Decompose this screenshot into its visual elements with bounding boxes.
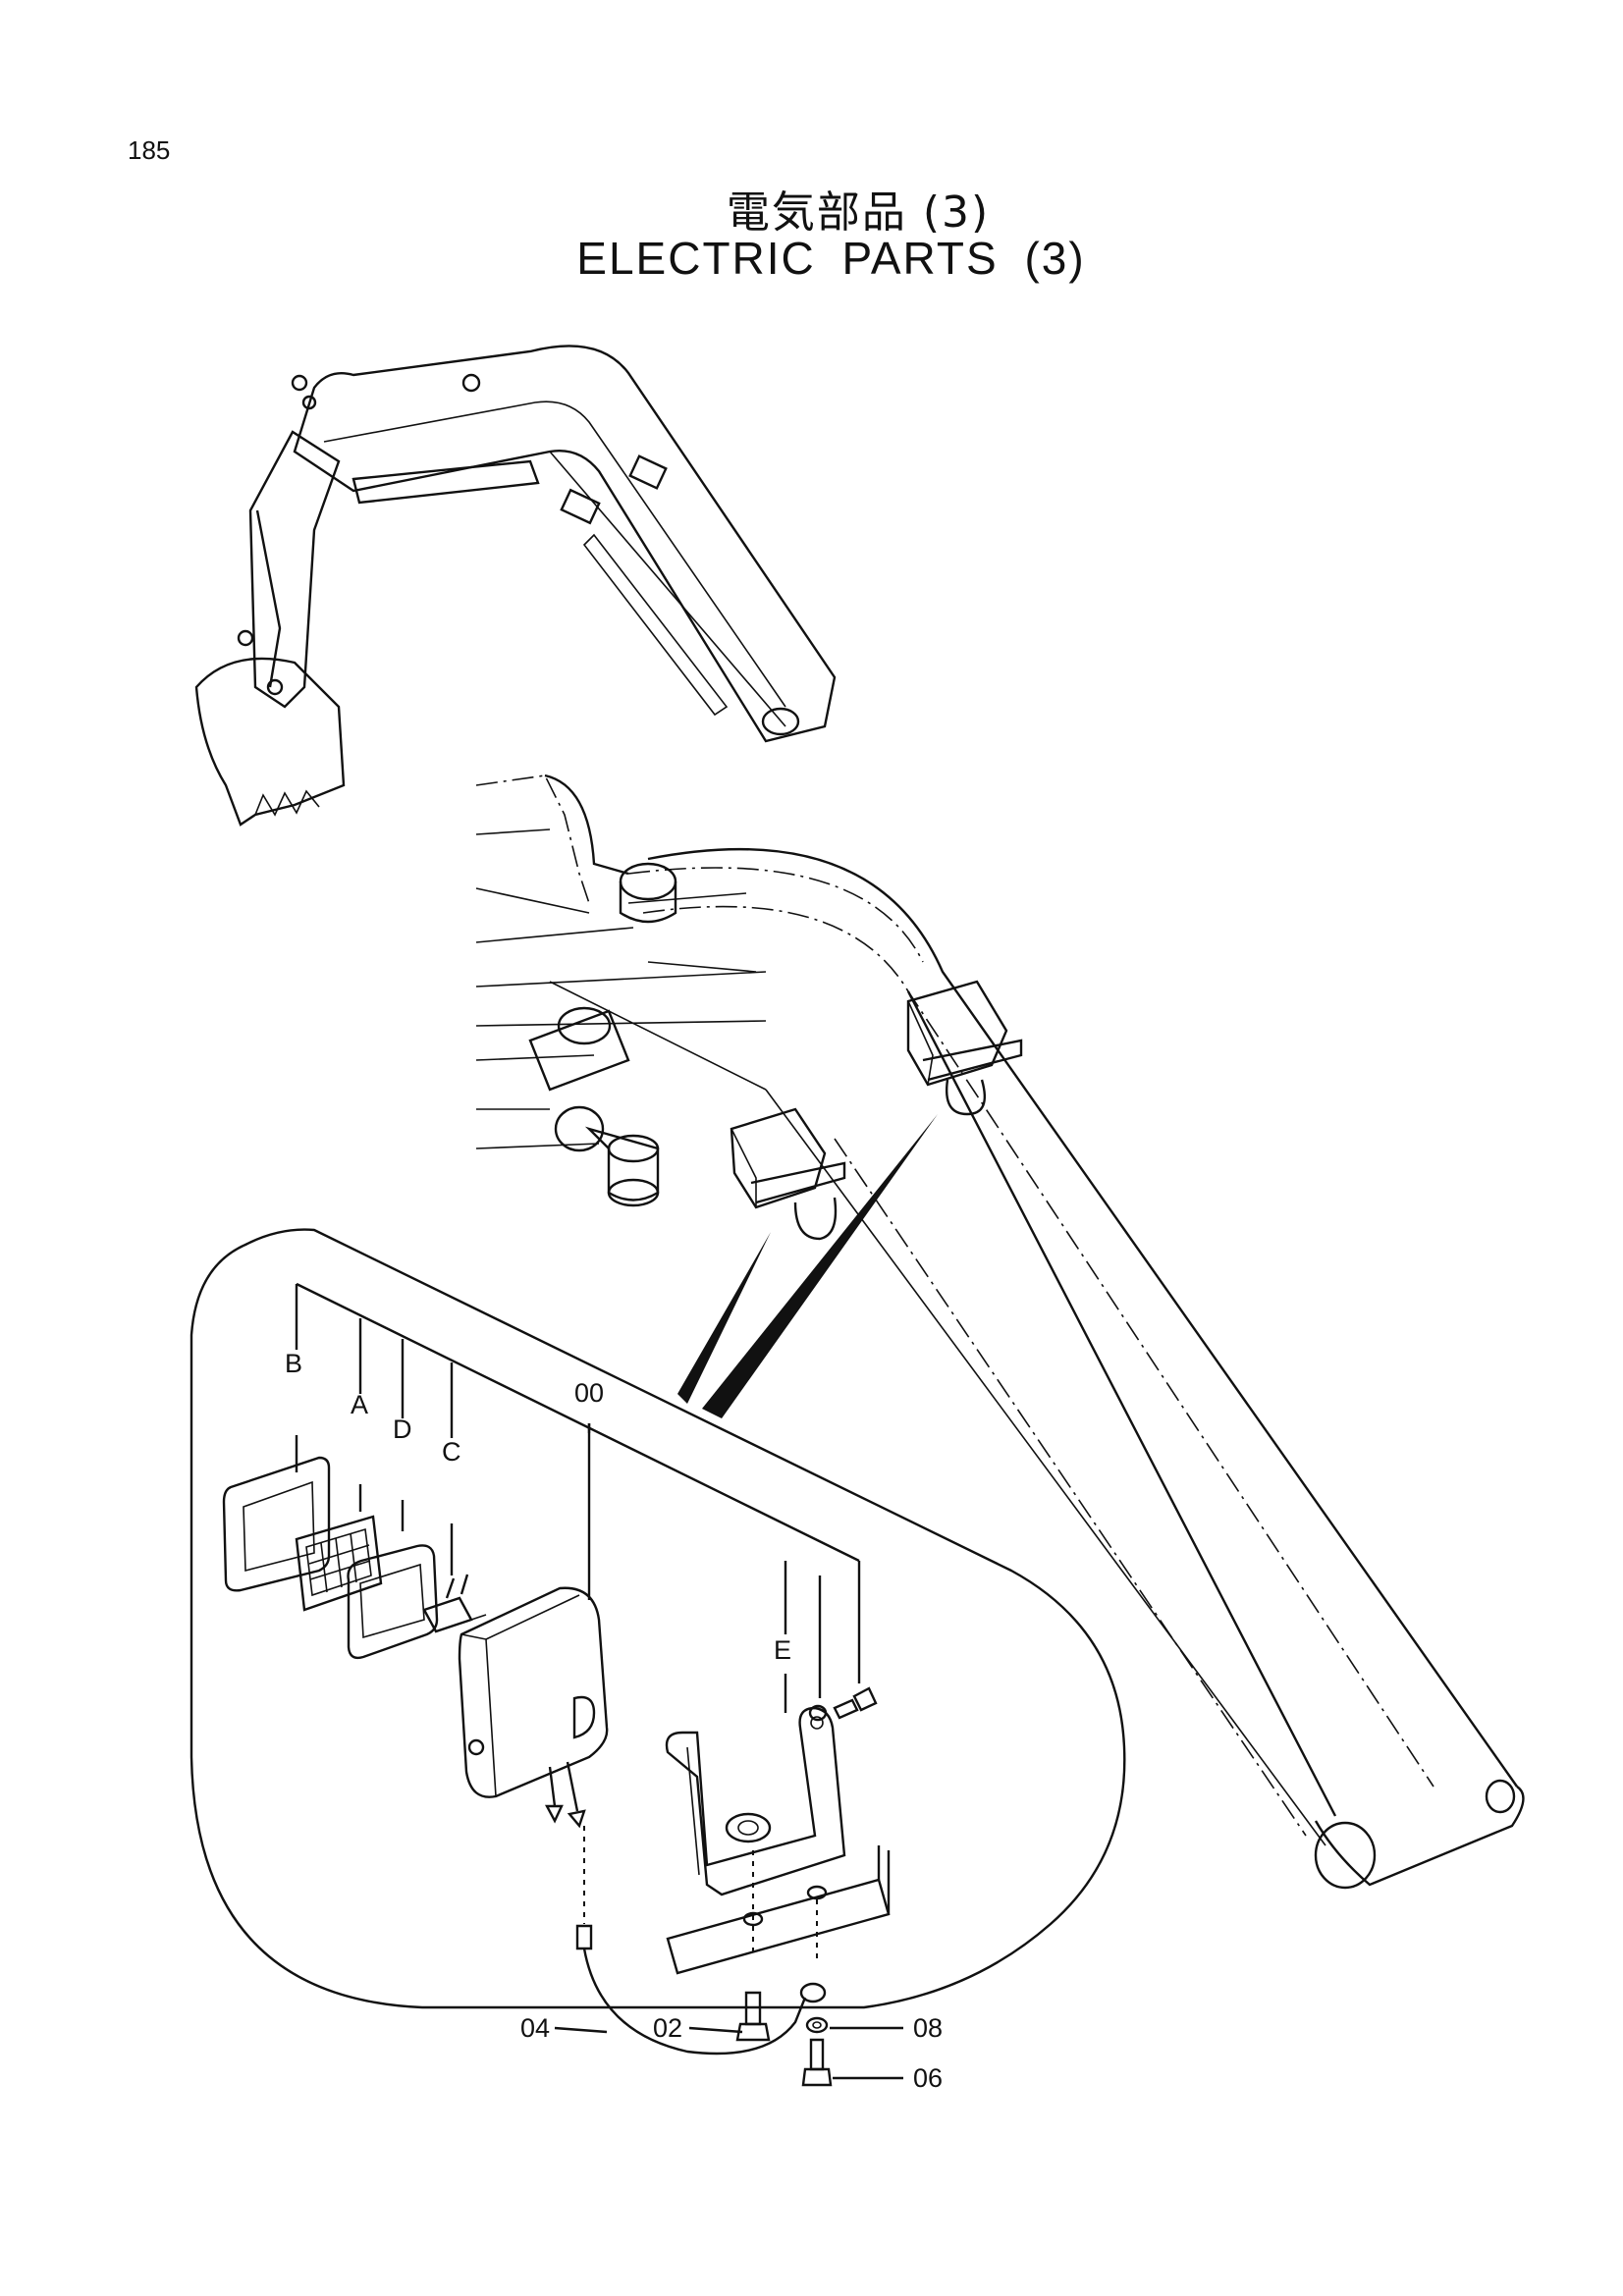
part-bracket-e	[665, 1706, 846, 1896]
part-mounting-plate	[666, 1845, 891, 1975]
callout-04: 04	[520, 2013, 550, 2043]
part-bolt-02	[735, 1991, 771, 2042]
callout-d: D	[393, 1415, 412, 1444]
callout-08: 08	[913, 2013, 943, 2043]
enlarged-boom-drawing	[475, 774, 1525, 1890]
part-gasket-d	[347, 1544, 439, 1660]
callout-00: 00	[574, 1378, 604, 1408]
part-grille-a	[295, 1515, 383, 1612]
part-cable-04	[575, 1924, 827, 2056]
callout-e: E	[774, 1635, 791, 1665]
detail-balloon	[189, 1228, 1126, 2009]
part-hardware-e	[808, 1686, 878, 1722]
title-japanese: 電気部品 (3)	[726, 187, 991, 238]
part-bulb-c	[422, 1574, 487, 1633]
page-number: 185	[128, 135, 171, 165]
part-frame-b	[222, 1456, 331, 1592]
callout-c: C	[442, 1437, 461, 1467]
callout-leaders	[295, 1282, 861, 1713]
callout-b: B	[285, 1349, 302, 1378]
callout-06: 06	[913, 2063, 943, 2093]
callout-02: 02	[653, 2013, 682, 2043]
overview-attachment-drawing	[194, 345, 837, 827]
callout-a: A	[351, 1390, 368, 1419]
title-english: ELECTRIC PARTS (3)	[576, 233, 1086, 284]
bottom-leaders	[554, 2026, 903, 2080]
part-bolt-06	[801, 2038, 833, 2087]
part-washer-08	[805, 2016, 829, 2034]
part-work-light-00	[458, 1586, 609, 1924]
